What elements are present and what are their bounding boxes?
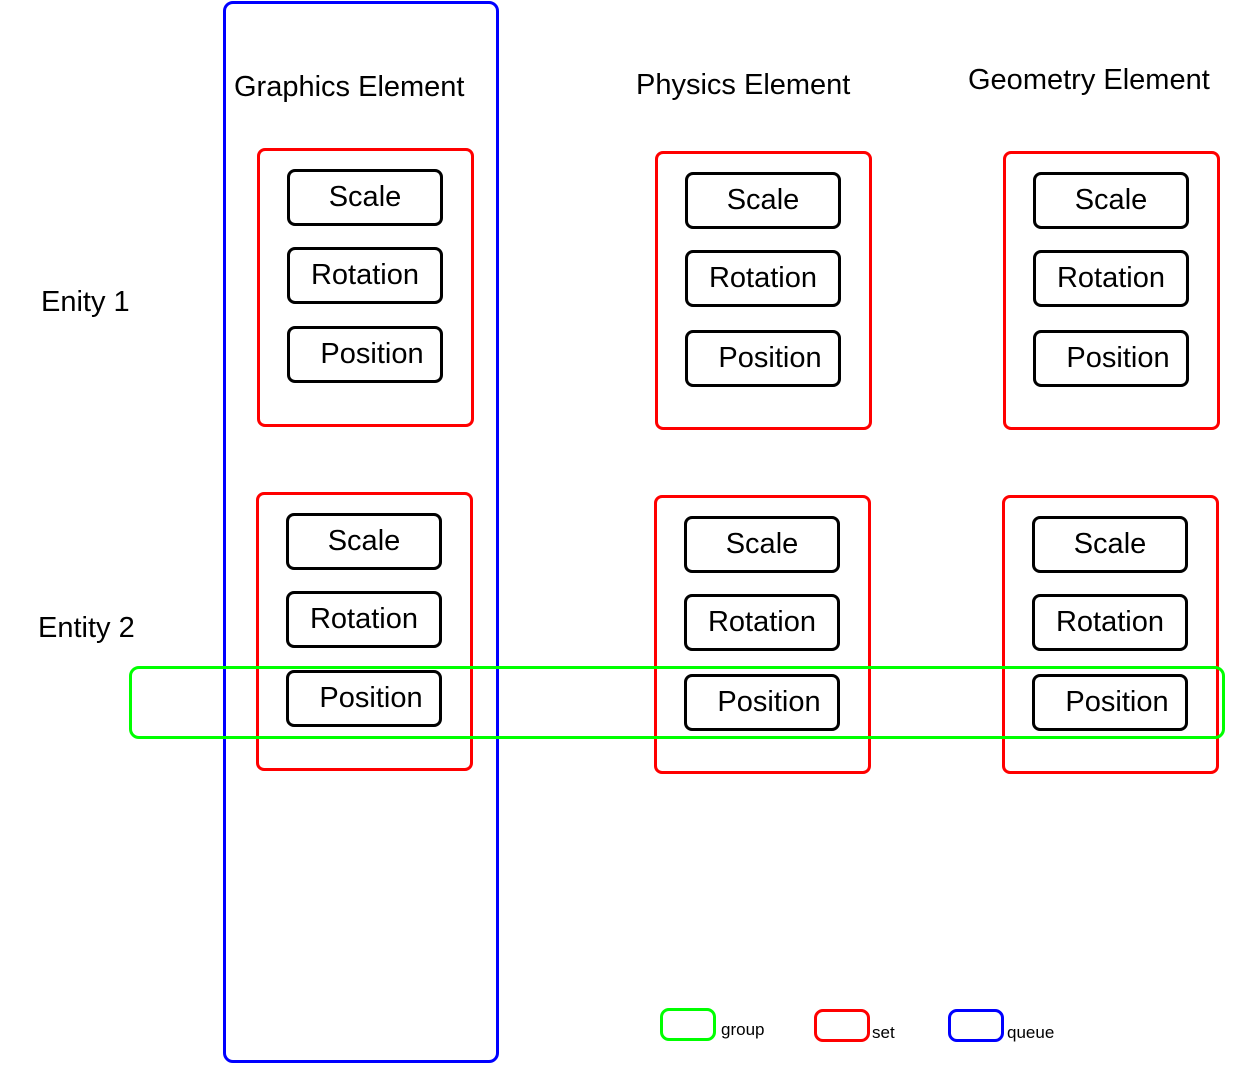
column-title-geometry: Geometry Element <box>968 64 1210 96</box>
component-rotation: Rotation <box>286 591 442 648</box>
component-scale: Scale <box>286 513 442 570</box>
set-geometry-entity-1 <box>1003 151 1220 430</box>
component-scale: Scale <box>685 172 841 229</box>
column-title-physics: Physics Element <box>636 69 851 101</box>
set-graphics-entity-1 <box>257 148 474 427</box>
component-position: Position <box>286 670 442 727</box>
component-scale: Scale <box>287 169 443 226</box>
component-position: Position <box>684 674 840 731</box>
component-rotation: Rotation <box>287 247 443 304</box>
component-rotation: Rotation <box>1032 594 1188 651</box>
set-physics-entity-2 <box>654 495 871 774</box>
component-position: Position <box>1032 674 1188 731</box>
component-scale: Scale <box>684 516 840 573</box>
set-graphics-entity-2 <box>256 492 473 771</box>
component-scale: Scale <box>1032 516 1188 573</box>
component-rotation: Rotation <box>684 594 840 651</box>
column-title-graphics: Graphics Element <box>234 71 465 103</box>
legend-label-set: set <box>872 1023 895 1042</box>
queue-box <box>223 1 499 1063</box>
component-scale: Scale <box>1033 172 1189 229</box>
component-rotation: Rotation <box>1033 250 1189 307</box>
row-label-entity-2: Entity 2 <box>38 612 135 644</box>
group-box <box>129 666 1225 739</box>
legend-label-group: group <box>721 1020 765 1039</box>
legend-swatch-queue <box>948 1009 1004 1042</box>
set-physics-entity-1 <box>655 151 872 430</box>
row-label-entity-1: Enity 1 <box>41 286 130 318</box>
component-rotation: Rotation <box>685 250 841 307</box>
component-position: Position <box>685 330 841 387</box>
legend-label-queue: queue <box>1007 1023 1055 1042</box>
legend-swatch-group <box>660 1008 716 1041</box>
component-position: Position <box>287 326 443 383</box>
set-geometry-entity-2 <box>1002 495 1219 774</box>
component-position: Position <box>1033 330 1189 387</box>
legend-swatch-set <box>814 1009 870 1042</box>
